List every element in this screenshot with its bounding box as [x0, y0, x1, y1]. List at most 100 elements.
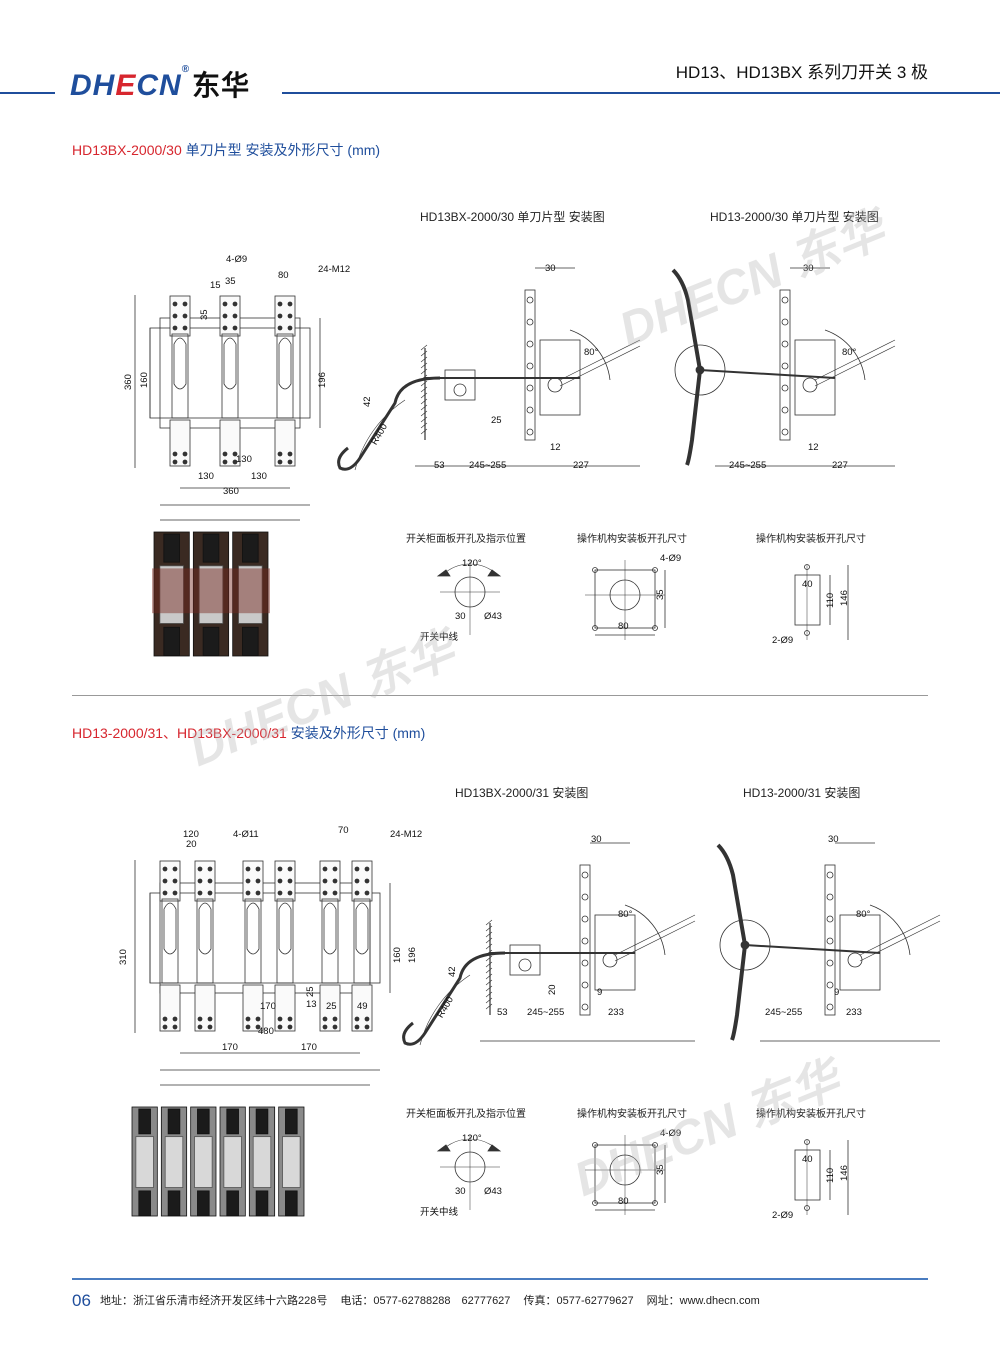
bolt-hole [182, 325, 188, 331]
bolt-hole [232, 459, 238, 465]
bracket-bolt [781, 384, 789, 392]
hatch-line [485, 979, 493, 986]
dimension-label: 130 [236, 454, 252, 465]
dimension-label: 245~255 [765, 1007, 803, 1018]
dimension-label: 9 [597, 987, 603, 998]
bolt-hole [197, 890, 203, 896]
bolt-hole [364, 866, 370, 872]
bolt-hole [322, 866, 328, 872]
footer-website[interactable]: 网址：www.dhecn.com [646, 1295, 760, 1307]
dimension-label: 120 [183, 829, 199, 840]
bracket-bolt [581, 937, 589, 945]
bolt-hole [245, 890, 251, 896]
dimension-label: 110 [825, 1167, 836, 1183]
blade-contact [355, 902, 369, 955]
dimension-label: 30 [455, 1186, 466, 1197]
section-title-desc: 单刀片型 安装及外形尺寸 (mm) [181, 142, 381, 158]
bolt-hole [354, 1024, 360, 1030]
bracket-bolt [781, 362, 789, 370]
bolt-hole [287, 325, 293, 331]
handle-disc [674, 344, 726, 396]
bracket-bolt [781, 340, 789, 348]
dimension-label: 80 [618, 1196, 629, 1207]
knife-blade [353, 898, 371, 984]
hatch-line [485, 1003, 493, 1010]
dimension-label: 12 [550, 442, 561, 453]
bracket-bolt [826, 937, 834, 945]
bolt-hole [245, 1016, 251, 1022]
rotation-arc [824, 329, 866, 381]
dimension-label: 360 [123, 374, 134, 390]
dimension-label: 245~255 [527, 1007, 565, 1018]
section-hd13bx-2000-30: HD13BX-2000/30 单刀片型 安装及外形尺寸 (mm)HD13BX-2… [72, 140, 896, 657]
bolt-hole [322, 1024, 328, 1030]
knife-blade [244, 898, 262, 984]
product-photo-terminal [138, 1190, 151, 1217]
product-photo-terminal [197, 1190, 210, 1217]
blade-contact [163, 902, 177, 955]
product-photo-terminal [138, 1108, 151, 1135]
rod-coupling [509, 944, 541, 976]
technical-drawings [134, 267, 896, 657]
bolt-hole [172, 301, 178, 307]
bolt-hole [364, 878, 370, 884]
footer-address: 地址：浙江省乐清市经济开发区纬十六路228号 [99, 1295, 328, 1307]
bolt-hole [364, 1024, 370, 1030]
plate-mount-hole [592, 1200, 598, 1206]
dimension-label: 196 [317, 372, 328, 388]
dimension-label: 20 [547, 984, 558, 995]
dimension-label: 80 [618, 621, 629, 632]
bolt-hole [287, 459, 293, 465]
plate-mount-hole [652, 567, 658, 573]
bolt-hole [197, 866, 203, 872]
mechanism-hub [547, 377, 563, 393]
bracket-bolt [526, 318, 534, 326]
bolt-hole [277, 878, 283, 884]
dimension-label: 80° [618, 909, 633, 920]
dimension-label: 30 [828, 834, 839, 845]
mounting-bracket [579, 864, 591, 1016]
logo-cn: 东华 [192, 70, 251, 101]
bracket-bolt [526, 340, 534, 348]
dimension-label: 13 [306, 999, 317, 1010]
hatch-line [485, 985, 493, 992]
figure-caption-bx: HD13BX-2000/31 安装图 [455, 786, 589, 800]
knife-blade [276, 333, 294, 419]
radius-arc [354, 399, 406, 471]
bolt-hole [232, 313, 238, 319]
hatch-line [420, 368, 428, 375]
bracket-bolt [781, 406, 789, 414]
plate-mount-hole [804, 1139, 810, 1145]
terminal-bottom [159, 984, 181, 1032]
product-photo-terminal [167, 1108, 181, 1135]
dimension-label: 160 [139, 372, 150, 388]
bolt-hole [162, 866, 168, 872]
section-title-model: HD13BX-2000/30 [72, 142, 182, 158]
bolt-hole [222, 313, 228, 319]
hatch-line [485, 937, 493, 944]
section-hd13-2000-31: HD13-2000/31、HD13BX-2000/31 安装及外形尺寸 (mm)… [0, 575, 1000, 1275]
product-photo-terminal [285, 1108, 298, 1135]
dimension-label: 开关中线 [420, 632, 459, 643]
dimension-label: 49 [357, 1001, 368, 1012]
hatch-line [420, 404, 428, 411]
hatch-line [485, 997, 493, 1004]
product-photo-terminal [285, 1190, 298, 1217]
coupling-hole [453, 383, 467, 397]
radius-arc [419, 974, 471, 1046]
dimension-label: 245~255 [469, 460, 507, 471]
bolt-hole [172, 313, 178, 319]
technical-drawings [131, 842, 941, 1217]
hatch-line [420, 350, 428, 357]
dimension-label: 233 [846, 1007, 862, 1018]
rod-coupling [444, 369, 476, 401]
bracket-bolt [526, 384, 534, 392]
dimension-label: 40 [802, 1154, 813, 1165]
footer-rule [72, 1278, 928, 1280]
bx-handle [337, 376, 441, 471]
knife-blade [196, 898, 214, 984]
hatch-line [420, 392, 428, 399]
section-title: HD13BX-2000/30 单刀片型 安装及外形尺寸 (mm) [72, 140, 380, 160]
dimension-label: 170 [301, 1042, 317, 1053]
hatch-line [485, 973, 493, 980]
